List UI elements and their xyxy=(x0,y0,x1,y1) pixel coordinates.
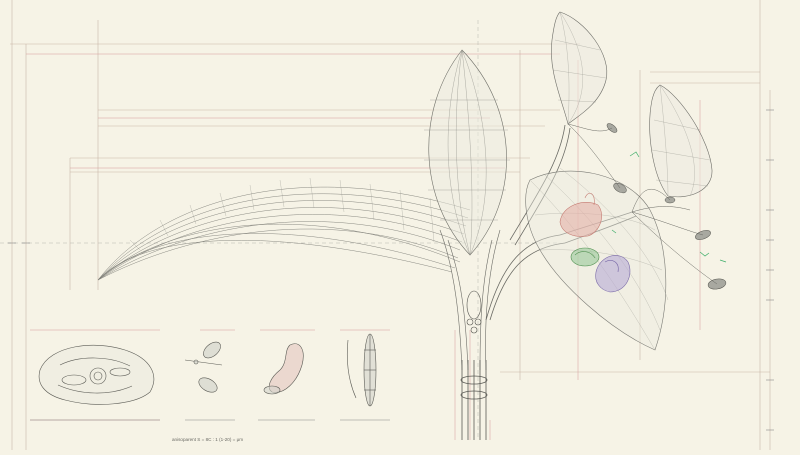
leaf-sheath xyxy=(439,229,501,371)
detail-view-3 xyxy=(263,343,304,395)
red-organ xyxy=(559,192,602,237)
scale-caption: anisoparent S = 8C : 1 (1-20) = μm xyxy=(172,437,243,442)
stem-internal-structure xyxy=(466,290,482,334)
long-leaf-cross-mesh xyxy=(129,177,435,251)
long-leaf xyxy=(97,186,471,281)
purple-organ xyxy=(595,255,631,293)
filament-curves xyxy=(567,123,718,285)
top-flower-mesh xyxy=(552,11,607,125)
margin-ticks xyxy=(8,109,774,431)
detail-view-4 xyxy=(346,333,377,407)
main-stem xyxy=(460,360,488,440)
right-flower-mesh xyxy=(651,84,711,197)
detail-view-1 xyxy=(38,344,155,405)
green-organ xyxy=(570,247,600,267)
right-flower-petal xyxy=(649,84,713,198)
detail-view-2 xyxy=(184,341,223,393)
green-accent-marks xyxy=(611,151,727,263)
